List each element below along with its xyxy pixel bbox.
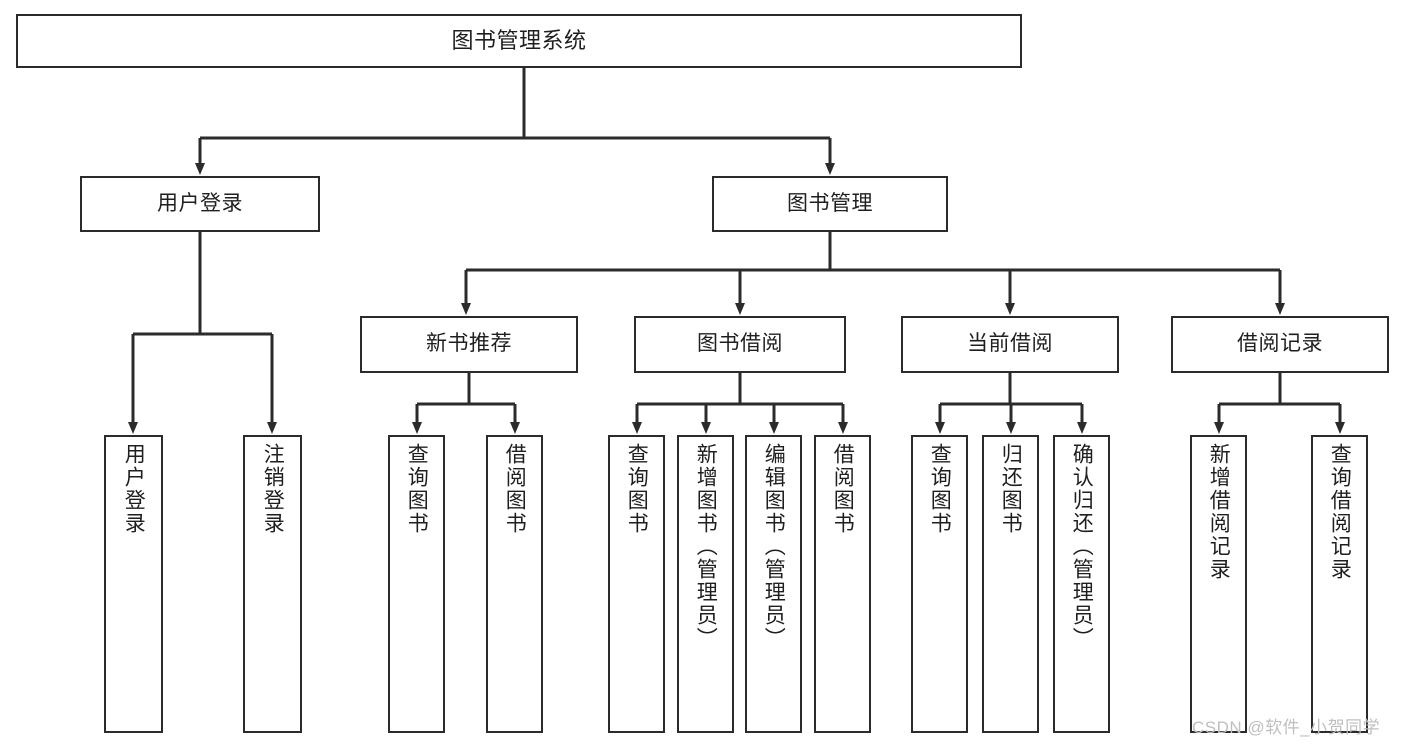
node-root-label: 图书管理系统 xyxy=(451,28,587,54)
node-leaf-query-book-3[interactable]: 查询图书 xyxy=(911,435,968,733)
node-root[interactable]: 图书管理系统 xyxy=(16,14,1022,68)
node-leaf-return-book-label: 归还图书 xyxy=(999,443,1023,535)
node-user-login-label: 用户登录 xyxy=(157,191,243,215)
node-leaf-query-book-2-label: 查询图书 xyxy=(625,443,649,535)
node-book-borrow[interactable]: 图书借阅 xyxy=(634,316,846,373)
node-leaf-query-borrow-record-label: 查询借阅记录 xyxy=(1328,443,1352,581)
node-leaf-user-login[interactable]: 用户登录 xyxy=(104,435,163,733)
node-leaf-borrow-book-1-label: 借阅图书 xyxy=(503,443,527,535)
node-leaf-logout-login-label: 注销登录 xyxy=(261,443,285,535)
node-borrow-record[interactable]: 借阅记录 xyxy=(1171,316,1389,373)
node-leaf-add-borrow-record-label: 新增借阅记录 xyxy=(1207,443,1231,581)
node-leaf-add-borrow-record[interactable]: 新增借阅记录 xyxy=(1190,435,1247,733)
node-leaf-borrow-book-2-label: 借阅图书 xyxy=(831,443,855,535)
node-leaf-query-book-3-label: 查询图书 xyxy=(928,443,952,535)
node-leaf-logout-login[interactable]: 注销登录 xyxy=(243,435,302,733)
node-leaf-query-book-1-label: 查询图书 xyxy=(405,443,429,535)
node-borrow-record-label: 借阅记录 xyxy=(1237,332,1323,356)
node-leaf-return-book[interactable]: 归还图书 xyxy=(982,435,1039,733)
node-book-management[interactable]: 图书管理 xyxy=(712,176,948,232)
node-leaf-user-login-label: 用户登录 xyxy=(122,443,146,535)
node-leaf-add-book[interactable]: 新增图书（管理员） xyxy=(677,435,734,733)
node-leaf-edit-book-label: 编辑图书（管理员） xyxy=(762,443,786,650)
node-leaf-query-book-1[interactable]: 查询图书 xyxy=(388,435,445,733)
node-leaf-add-book-label: 新增图书（管理员） xyxy=(694,443,718,650)
node-book-management-label: 图书管理 xyxy=(787,191,873,215)
node-leaf-confirm-return-label: 确认归还（管理员） xyxy=(1070,443,1094,650)
node-current-borrow-label: 当前借阅 xyxy=(967,332,1053,356)
node-new-book-recommend-label: 新书推荐 xyxy=(426,332,512,356)
watermark-text: CSDN @软件_小贺同学 xyxy=(1192,718,1381,737)
node-book-borrow-label: 图书借阅 xyxy=(697,332,783,356)
node-leaf-confirm-return[interactable]: 确认归还（管理员） xyxy=(1053,435,1110,733)
node-current-borrow[interactable]: 当前借阅 xyxy=(901,316,1119,373)
node-leaf-borrow-book-2[interactable]: 借阅图书 xyxy=(814,435,871,733)
node-leaf-borrow-book-1[interactable]: 借阅图书 xyxy=(486,435,543,733)
node-leaf-query-book-2[interactable]: 查询图书 xyxy=(608,435,665,733)
node-leaf-edit-book[interactable]: 编辑图书（管理员） xyxy=(745,435,802,733)
node-new-book-recommend[interactable]: 新书推荐 xyxy=(360,316,578,373)
node-leaf-query-borrow-record[interactable]: 查询借阅记录 xyxy=(1311,435,1368,733)
node-user-login[interactable]: 用户登录 xyxy=(80,176,320,232)
